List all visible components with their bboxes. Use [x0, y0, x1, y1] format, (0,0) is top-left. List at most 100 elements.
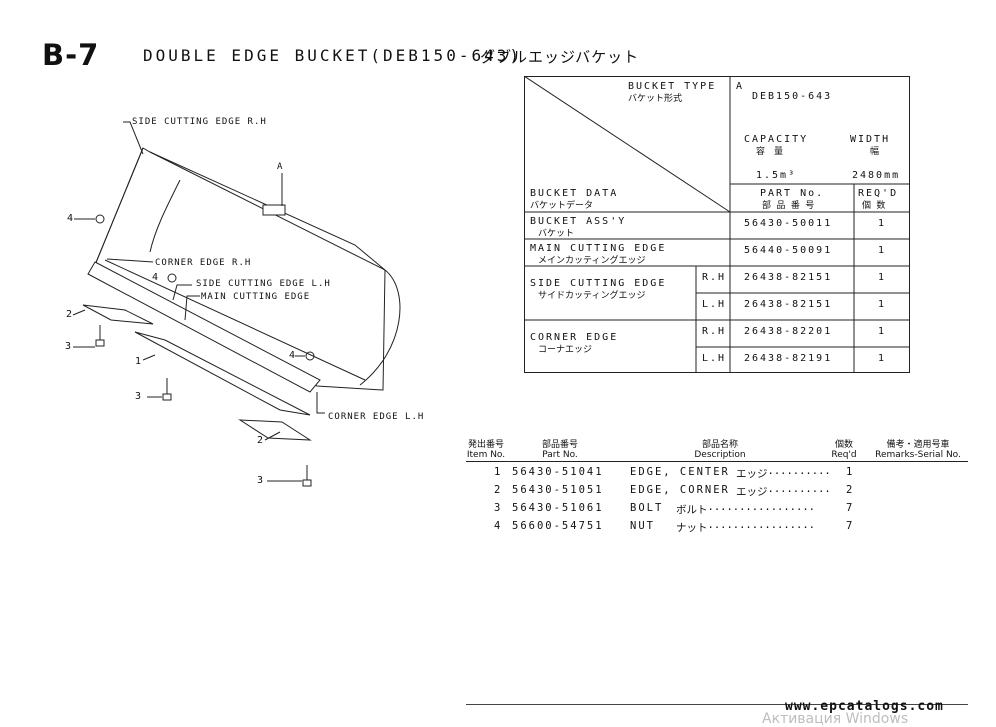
row-qty: 1: [878, 218, 887, 229]
part-no: 56600-54751: [512, 520, 604, 532]
bucket-data-label: BUCKET DATA: [530, 188, 619, 199]
row-part-no: 56440-50091: [744, 245, 833, 256]
leader-main: [184, 295, 200, 321]
row-part-no: 26438-82191: [744, 353, 833, 364]
description: EDGE, CORNER: [630, 484, 730, 496]
bucket-drawing: [72, 121, 401, 487]
row-name: MAIN CUTTING EDGE: [530, 243, 667, 254]
item-number-2: 2: [257, 435, 264, 446]
row-name-jp: コーナエッジ: [538, 345, 593, 355]
windows-activation-watermark: Активация Windows: [762, 711, 909, 727]
bucket-type-jp: バケット形式: [628, 94, 683, 104]
row-side: L.H: [702, 299, 727, 310]
bolt-2: [162, 378, 172, 401]
row-qty: 1: [878, 245, 887, 256]
bucket-type-model: DEB150-643: [752, 91, 833, 102]
reqd-jp: 個 数: [862, 201, 886, 211]
row-qty: 1: [878, 272, 887, 283]
row-side: R.H: [702, 272, 727, 283]
row-name-jp: バケット: [538, 229, 575, 239]
footer-rule: [466, 704, 968, 705]
capacity-value: 1.5m³: [756, 170, 797, 181]
bucket-table-grid: [523, 75, 910, 373]
width-jp: 幅: [870, 147, 880, 157]
reqd-label: REQ'D: [858, 188, 899, 199]
row-name: BUCKET ASS'Y: [530, 216, 627, 227]
table-row: 1 56430-51041 EDGE, CENTER エッジ··········…: [466, 466, 986, 484]
item-number-4: 4: [289, 350, 296, 361]
bolt-1: [95, 325, 105, 347]
mount-bracket: [262, 204, 286, 216]
row-name-jp: サイドカッティングエッジ: [538, 291, 646, 301]
page-title-jp: ダブルエッジバケット: [480, 48, 640, 66]
bucket-type-label: BUCKET TYPE: [628, 81, 717, 92]
description-jp: ナット·················: [676, 522, 815, 534]
description-jp: ボルト·················: [676, 504, 815, 516]
leader-corner-lh: [316, 392, 325, 414]
qty: 1: [846, 466, 855, 478]
description: NUT: [630, 520, 655, 532]
description: BOLT: [630, 502, 664, 514]
bucket-type-code: A: [736, 81, 745, 92]
leader-side-lh: [172, 284, 192, 301]
bucket-right-curve: [359, 269, 401, 386]
part-no: 56430-51061: [512, 502, 604, 514]
capacity-label: CAPACITY: [744, 134, 809, 145]
part-no: 56430-51041: [512, 466, 604, 478]
callout-corner-edge-rh: CORNER EDGE R.H: [155, 258, 252, 268]
bucket-inner-edge: [94, 147, 144, 266]
page-code: B-7: [42, 38, 100, 72]
description: EDGE, CENTER: [630, 466, 730, 478]
bucket-data-jp: バケットデータ: [530, 201, 594, 211]
item-number-4: 4: [152, 272, 159, 283]
callout-corner-edge-lh: CORNER EDGE L.H: [328, 412, 425, 422]
qty: 2: [846, 484, 855, 496]
item-number-1: 1: [135, 356, 142, 367]
nut-1: [95, 214, 105, 224]
center-edge-plate-1: [134, 331, 311, 416]
row-part-no: 26438-82201: [744, 326, 833, 337]
leader-1: [142, 354, 156, 361]
callout-type-a: A: [277, 162, 284, 172]
callout-side-cutting-edge-lh: SIDE CUTTING EDGE L.H: [196, 279, 331, 289]
corner-edge-plate-2: [238, 419, 312, 441]
row-name: SIDE CUTTING EDGE: [530, 278, 667, 289]
bucket-floor-line: [104, 259, 366, 381]
row-part-no: 26438-82151: [744, 272, 833, 283]
leader-2a: [72, 309, 86, 316]
item-number-3: 3: [257, 475, 264, 486]
main-edge-plate: [87, 261, 321, 393]
row-name-jp: メインカッティングエッジ: [538, 256, 646, 266]
table-row: 4 56600-54751 NUT ナット················· 7: [466, 520, 986, 538]
qty: 7: [846, 520, 855, 532]
capacity-jp: 容 量: [756, 147, 784, 157]
table-row: 3 56430-51061 BOLT ボルト················· …: [466, 502, 986, 520]
item-no: 3: [494, 502, 503, 514]
callout-main-cutting-edge: MAIN CUTTING EDGE: [201, 292, 311, 302]
page-title: DOUBLE EDGE BUCKET(DEB150-643): [143, 46, 522, 65]
item-no: 4: [494, 520, 503, 532]
bucket-back-curve: [149, 179, 181, 253]
row-qty: 1: [878, 326, 887, 337]
width-value: 2480mm: [852, 170, 901, 181]
website-link[interactable]: www.epcatalogs.com: [785, 699, 944, 714]
part-no-label: PART No.: [760, 188, 825, 199]
row-part-no: 56430-50011: [744, 218, 833, 229]
bucket-illustration: SIDE CUTTING EDGE R.H A CORNER EDGE R.H …: [55, 110, 425, 500]
description-jp: エッジ··········: [736, 468, 831, 480]
leader-2b: [264, 431, 281, 441]
bucket-top-edge: [149, 151, 386, 271]
item-number-3: 3: [65, 341, 72, 352]
nut-2: [167, 273, 177, 283]
leader-side-rh: [123, 121, 144, 155]
bucket-data-table: BUCKET TYPE バケット形式 A DEB150-643 CAPACITY…: [523, 75, 910, 373]
row-name: CORNER EDGE: [530, 332, 619, 343]
header-rule: [466, 461, 968, 462]
row-side: L.H: [702, 353, 727, 364]
item-no: 1: [494, 466, 503, 478]
bolt-3: [302, 465, 312, 487]
